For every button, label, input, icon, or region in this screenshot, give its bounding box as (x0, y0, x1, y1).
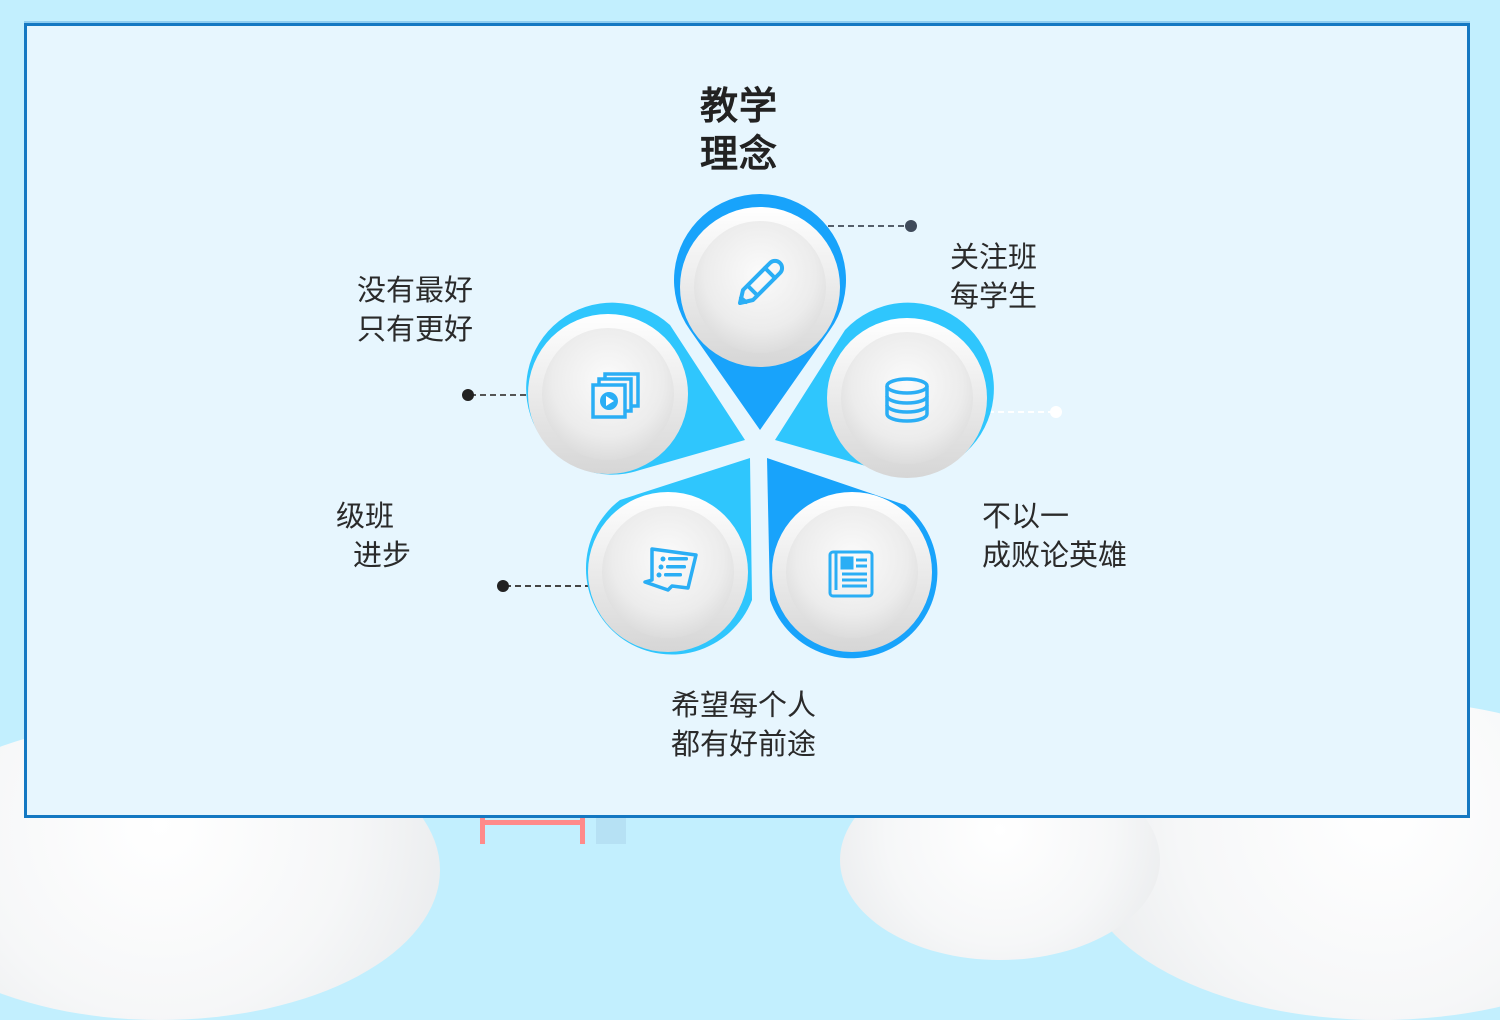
petal-label-bottom-left: 级班 进步 (336, 499, 412, 572)
content-panel (24, 23, 1470, 818)
slide-title: 教学 理念 (700, 82, 800, 178)
petal-label-right: 不以一 成败论英雄 (982, 499, 1128, 572)
petal-bottom-left[interactable] (585, 458, 752, 655)
petal-label-left: 没有最好 只有更好 (357, 273, 474, 346)
title-line-2: 理念 (700, 132, 779, 176)
newspaper-icon (828, 550, 874, 598)
document-list-icon (643, 547, 698, 592)
petal-label-bottom: 希望每个人 都有好前途 (671, 688, 817, 761)
petal-diagram (462, 194, 1062, 659)
database-icon (885, 377, 929, 423)
petal-right[interactable] (775, 302, 994, 478)
connector-top (818, 220, 917, 232)
pencil-icon (738, 258, 785, 305)
petal-label-top: 关注班 每学生 (950, 240, 1038, 313)
petal-top[interactable] (674, 194, 847, 430)
title-line-1: 教学 (700, 84, 779, 128)
media-gallery-icon (591, 372, 640, 419)
connector-bottom-left (497, 580, 588, 592)
connector-left (462, 389, 540, 401)
